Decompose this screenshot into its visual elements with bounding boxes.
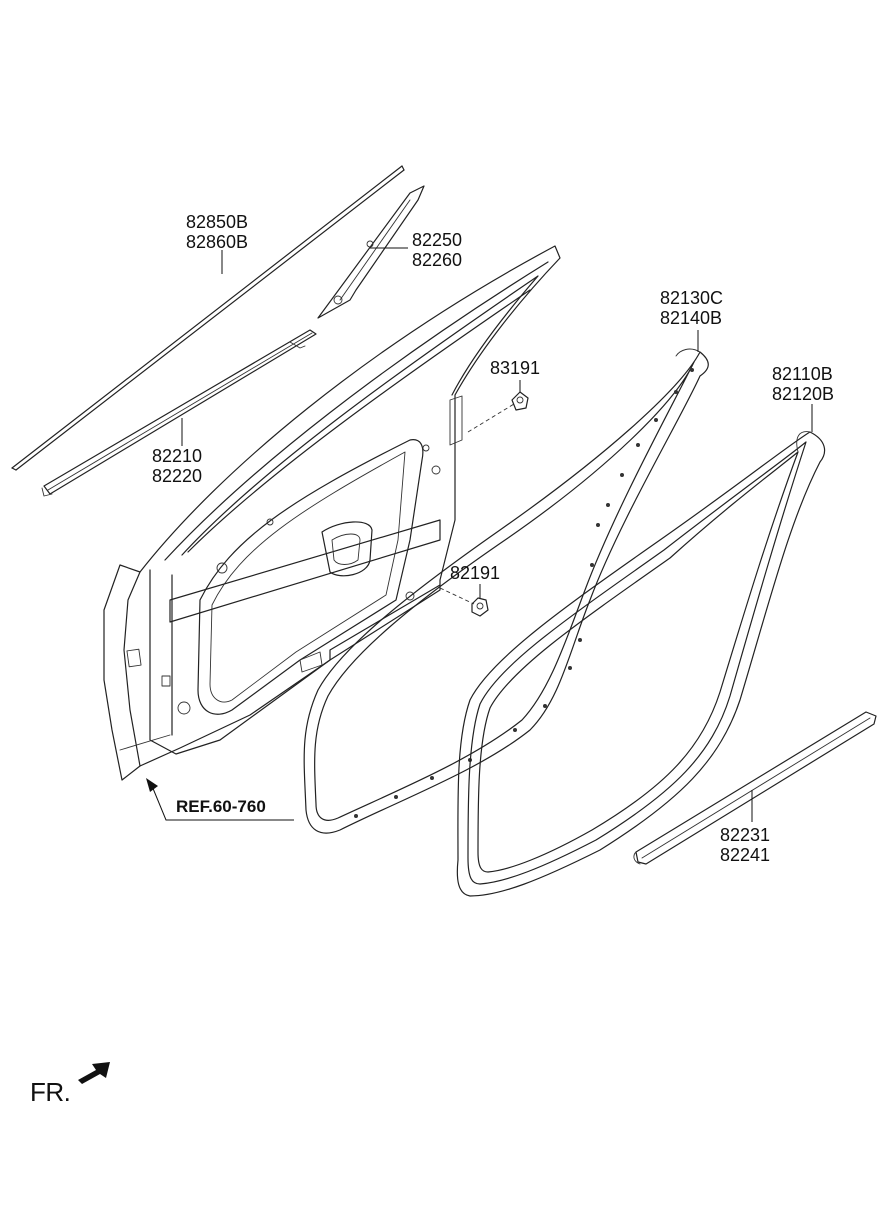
label-seal-door: 82130C 82140B [660, 288, 724, 328]
front-direction-arrow-icon [78, 1062, 110, 1084]
leader-dash-lower [439, 587, 475, 605]
inner-belt-weatherstrip[interactable] [41, 329, 317, 497]
sill-weatherstrip[interactable] [633, 711, 877, 865]
label-sill-strip: 82231 82241 [720, 825, 771, 865]
label-delta-cover: 82250 82260 [412, 230, 463, 270]
label-clip-upper: 83191 [490, 358, 541, 378]
body-side-weatherstrip[interactable] [456, 431, 826, 897]
delta-cover[interactable] [317, 185, 425, 319]
door-clip-lower[interactable] [471, 597, 489, 617]
door-clip-upper[interactable] [511, 391, 529, 411]
label-front-direction: FR. [30, 1077, 71, 1107]
reference-arrow [146, 778, 294, 821]
door-side-weatherstrip[interactable] [303, 348, 709, 834]
label-seal-body: 82110B 82120B [772, 364, 835, 404]
label-belt-outer: 82850B 82860B [186, 212, 249, 252]
label-clip-lower: 82191 [450, 563, 501, 583]
front-door-shell[interactable] [103, 245, 561, 781]
outer-belt-moulding[interactable] [11, 165, 405, 471]
leader-dash-upper [467, 403, 515, 433]
label-reference: REF.60-760 [176, 797, 266, 816]
label-belt-inner: 82210 82220 [152, 446, 203, 486]
